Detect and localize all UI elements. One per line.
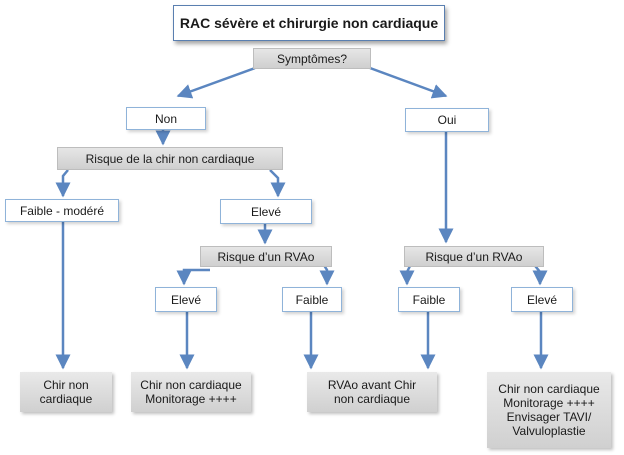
node-non: Non xyxy=(126,107,206,130)
node-low-moderate: Faible - modéré xyxy=(5,199,119,222)
title-box: RAC sévère et chirurgie non cardiaque xyxy=(173,5,445,41)
node-left-low: Faible xyxy=(282,287,342,312)
outcome-surgery-monitoring: Chir non cardiaque Monitorage ++++ xyxy=(131,372,251,412)
arrow-symptoms-to-oui xyxy=(369,66,448,99)
node-right-high: Elevé xyxy=(511,287,573,312)
node-risk-avr-left: Risque d’un RVAo xyxy=(200,246,332,267)
symptoms-question-box: Symptômes? xyxy=(253,48,371,69)
node-risk-surgery: Risque de la chir non cardiaque xyxy=(57,147,283,170)
outcome-no-symptom-low-risk: Chir non cardiaque xyxy=(20,372,112,412)
outcome-avr-before-surgery: RVAo avant Chir non cardiaque xyxy=(307,372,437,412)
arrow-risk-to-low xyxy=(55,169,71,198)
node-high-left: Elevé xyxy=(220,199,312,224)
arrow-symptoms-to-non xyxy=(176,66,256,99)
arrow-risk-to-high xyxy=(269,169,286,198)
node-risk-avr-right: Risque d’un RVAo xyxy=(404,246,544,267)
node-right-low: Faible xyxy=(398,287,460,312)
outcome-tavi-valvuloplasty: Chir non cardiaque Monitorage ++++ Envis… xyxy=(487,372,611,448)
node-left-high: Elevé xyxy=(155,287,217,312)
node-oui: Oui xyxy=(405,108,489,132)
arrow-avr-left-to-high xyxy=(176,268,210,286)
